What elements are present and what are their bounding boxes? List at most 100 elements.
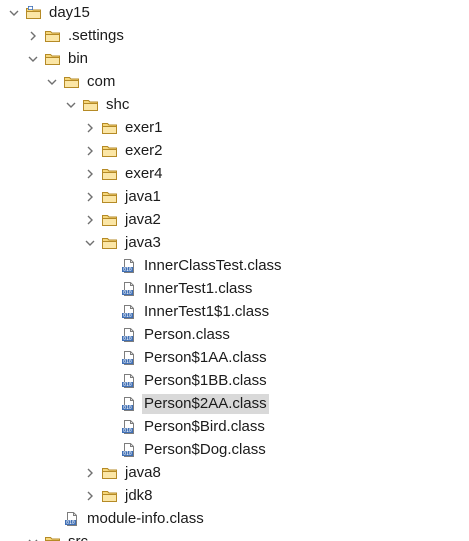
tree-node-label: exer1 xyxy=(125,118,163,136)
tree-node-settings[interactable]: .settings xyxy=(0,24,469,47)
chevron-spacer xyxy=(45,512,59,526)
tree-node-java2[interactable]: java2 xyxy=(0,208,469,231)
tree-node-label: exer4 xyxy=(125,164,163,182)
folder-icon xyxy=(101,189,119,205)
chevron-spacer xyxy=(102,259,116,273)
folder-icon xyxy=(101,120,119,136)
tree-node-label: Person$1BB.class xyxy=(144,371,267,389)
chevron-spacer xyxy=(102,420,116,434)
java-project-icon xyxy=(25,5,43,21)
tree-node-label: .settings xyxy=(68,26,124,44)
chevron-right-icon[interactable] xyxy=(83,213,97,227)
svg-text:010: 010 xyxy=(123,382,132,388)
class-file-icon: 010 xyxy=(120,350,138,366)
chevron-spacer xyxy=(102,328,116,342)
tree-node-label: src xyxy=(68,532,88,541)
tree-node-exer4[interactable]: exer4 xyxy=(0,162,469,185)
class-file-icon: 010 xyxy=(120,281,138,297)
folder-icon xyxy=(44,28,62,44)
class-file-icon: 010 xyxy=(120,442,138,458)
chevron-down-icon[interactable] xyxy=(26,535,40,541)
chevron-spacer xyxy=(102,397,116,411)
folder-icon xyxy=(101,235,119,251)
folder-icon xyxy=(101,488,119,504)
chevron-spacer xyxy=(102,351,116,365)
folder-icon xyxy=(44,51,62,67)
class-file-icon: 010 xyxy=(120,258,138,274)
tree-node-label: com xyxy=(87,72,116,90)
chevron-spacer xyxy=(102,443,116,457)
folder-icon xyxy=(101,143,119,159)
chevron-down-icon[interactable] xyxy=(64,98,78,112)
svg-text:010: 010 xyxy=(66,520,75,526)
tree-node-person-class[interactable]: 010 Person.class xyxy=(0,323,469,346)
chevron-right-icon[interactable] xyxy=(83,144,97,158)
tree-node-label: bin xyxy=(68,49,89,67)
svg-text:010: 010 xyxy=(123,336,132,342)
folder-icon xyxy=(101,212,119,228)
svg-text:010: 010 xyxy=(123,428,132,434)
chevron-right-icon[interactable] xyxy=(83,466,97,480)
chevron-spacer xyxy=(102,305,116,319)
chevron-right-icon[interactable] xyxy=(26,29,40,43)
tree-node-innerclasstest-class[interactable]: 010 InnerClassTest.class xyxy=(0,254,469,277)
tree-node-label: jdk8 xyxy=(125,486,153,504)
tree-node-label: java2 xyxy=(125,210,161,228)
tree-node-innertest1-1-class[interactable]: 010 InnerTest1$1.class xyxy=(0,300,469,323)
svg-text:010: 010 xyxy=(123,405,132,411)
folder-icon xyxy=(101,166,119,182)
tree-node-label: exer2 xyxy=(125,141,163,159)
folder-icon xyxy=(63,74,81,90)
tree-node-label: Person.class xyxy=(144,325,230,343)
chevron-right-icon[interactable] xyxy=(83,190,97,204)
chevron-down-icon[interactable] xyxy=(7,6,21,20)
tree-node-jdk8[interactable]: jdk8 xyxy=(0,484,469,507)
svg-text:010: 010 xyxy=(123,313,132,319)
tree-node-src[interactable]: src xyxy=(0,530,469,541)
chevron-down-icon[interactable] xyxy=(45,75,59,89)
tree-node-com[interactable]: com xyxy=(0,70,469,93)
tree-node-person-1aa-class[interactable]: 010 Person$1AA.class xyxy=(0,346,469,369)
svg-text:010: 010 xyxy=(123,359,132,365)
class-file-icon: 010 xyxy=(120,373,138,389)
tree-node-shc[interactable]: shc xyxy=(0,93,469,116)
tree-node-java3[interactable]: java3 xyxy=(0,231,469,254)
class-file-icon: 010 xyxy=(63,511,81,527)
chevron-right-icon[interactable] xyxy=(83,121,97,135)
class-file-icon: 010 xyxy=(120,327,138,343)
tree-node-label: Person$2AA.class xyxy=(142,393,269,414)
chevron-spacer xyxy=(102,374,116,388)
chevron-right-icon[interactable] xyxy=(83,167,97,181)
tree-node-exer1[interactable]: exer1 xyxy=(0,116,469,139)
chevron-right-icon[interactable] xyxy=(83,489,97,503)
tree-node-label: InnerTest1.class xyxy=(144,279,253,297)
svg-text:010: 010 xyxy=(123,267,132,273)
svg-text:010: 010 xyxy=(123,451,132,457)
tree-node-label: Person$1AA.class xyxy=(144,348,267,366)
tree-node-innertest1-class[interactable]: 010 InnerTest1.class xyxy=(0,277,469,300)
chevron-down-icon[interactable] xyxy=(83,236,97,250)
tree-node-label: day15 xyxy=(49,3,90,21)
tree-node-label: java3 xyxy=(125,233,161,251)
svg-text:010: 010 xyxy=(123,290,132,296)
tree-node-java8[interactable]: java8 xyxy=(0,461,469,484)
class-file-icon: 010 xyxy=(120,396,138,412)
tree-node-label: java8 xyxy=(125,463,161,481)
chevron-down-icon[interactable] xyxy=(26,52,40,66)
tree-node-day15[interactable]: day15 xyxy=(0,1,469,24)
tree-node-exer2[interactable]: exer2 xyxy=(0,139,469,162)
tree-node-java1[interactable]: java1 xyxy=(0,185,469,208)
tree-node-label: shc xyxy=(106,95,130,113)
class-file-icon: 010 xyxy=(120,304,138,320)
tree-node-label: InnerTest1$1.class xyxy=(144,302,270,320)
chevron-spacer xyxy=(102,282,116,296)
tree-node-person-2aa-class[interactable]: 010 Person$2AA.class xyxy=(0,392,469,415)
tree-node-person-1bb-class[interactable]: 010 Person$1BB.class xyxy=(0,369,469,392)
tree-node-label: java1 xyxy=(125,187,161,205)
tree-node-label: InnerClassTest.class xyxy=(144,256,282,274)
class-file-icon: 010 xyxy=(120,419,138,435)
tree-node-bin[interactable]: bin xyxy=(0,47,469,70)
